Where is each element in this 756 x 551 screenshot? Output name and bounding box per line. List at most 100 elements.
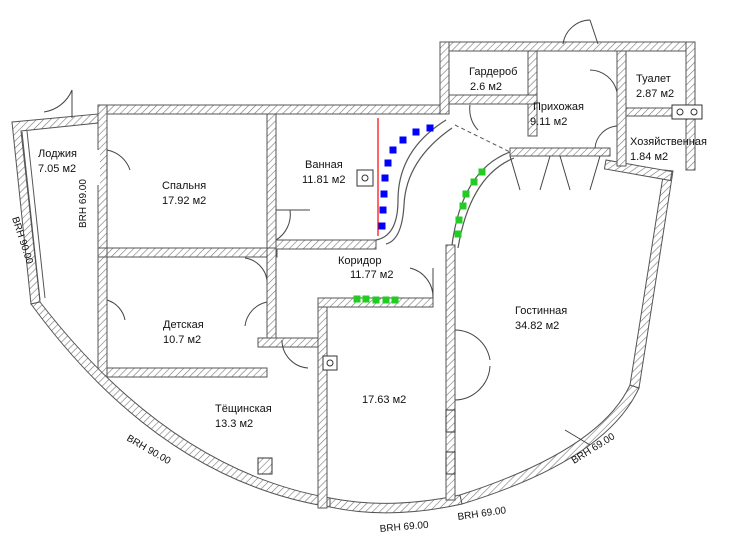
wall-vannaya-curve [375,119,447,241]
wall-right-lower-curve [459,384,640,505]
green-marker-3 [459,202,467,210]
column-right [445,409,456,433]
wall-right [629,169,674,389]
wall-vannaya-curve-inner [385,127,453,245]
room-area-khozyaystvennaya: 1.84 м2 [630,151,668,163]
room-name-prikhozhaya: Прихожая [533,101,584,113]
room-area-prikhozhaya: 9.11 м2 [530,116,567,128]
column-right-2 [445,451,456,475]
room-labels: Лоджия 7.05 м2 Спальня 17.92 м2 Ванная 1… [38,66,707,430]
door-balcony [564,429,591,446]
wall-garderob-bottom [448,94,538,105]
wall-left [97,104,108,378]
room-area-garderob: 2.6 м2 [470,81,502,93]
blue-marker-3 [389,146,397,154]
blue-marker-5 [381,174,389,182]
wall-vannaya-bottom [275,239,377,250]
blue-marker-1 [412,128,420,136]
green-marker-8 [372,296,380,304]
room-area-unnamed: 17.63 м2 [362,394,406,406]
door-garderob [469,104,479,131]
drain-tualet [671,104,703,120]
room-area-gostinnaya: 34.82 м2 [515,320,559,332]
door-entrance [562,19,591,45]
door-room17 [409,267,434,299]
room-name-tualet: Туалет [636,73,671,85]
door-teshch [281,339,309,369]
green-marker-6 [353,295,361,303]
wall-hoz-bottom [603,159,673,182]
room-name-teshchinskaya: Тёщинская [215,403,272,415]
room-area-vannaya: 11.81 м2 [302,174,345,186]
wall-teshch-top [257,337,319,348]
room-name-lodzhiya: Лоджия [38,148,77,160]
door-gost-2 [454,365,491,401]
room-name-spalnya: Спальня [162,180,206,192]
blue-marker-8 [378,222,386,230]
wall-top-left [97,104,441,115]
room-area-lodzhiya: 7.05 м2 [38,163,76,175]
wall-prikhozh-bottom [509,147,611,157]
wall-lower-left-curve [30,301,331,508]
dim-brh-bottom-1: BRH 69.00 [379,520,429,535]
drain-room17 [322,355,338,371]
room-name-garderob: Гардероб [469,66,517,78]
door-detskaya [244,301,268,327]
room-area-tualet: 2.87 м2 [636,88,674,100]
wall-spalnya-detskaya [106,247,278,258]
blue-marker-7 [379,206,387,214]
door-spalnya [244,257,268,281]
wall-node [97,247,108,258]
green-marker-9 [382,296,390,304]
room-area-spalnya: 17.92 м2 [162,195,206,207]
opening-line [454,124,511,153]
room-name-vannaya: Ванная [305,159,343,171]
wall-detskaya-right [266,247,277,339]
room-area-teshchinskaya: 13.3 м2 [215,418,253,430]
room-name-khozyaystvennaya: Хозяйственная [630,136,707,148]
wall-garderob-right [527,50,538,137]
room-area-detskaya: 10.7 м2 [163,334,201,346]
wall-upper-left [439,41,450,115]
column-teshch [257,457,273,475]
wall-tualet-left [616,50,627,167]
dim-brh-loggia: BRH 69.00 [78,179,89,228]
door-tualet [589,69,618,93]
door-detskaya-left [106,299,126,321]
blue-marker-6 [380,190,388,198]
room-name-detskaya: Детская [163,319,204,331]
wall-detskaya-bottom [106,367,268,378]
wall-bottom [329,494,463,514]
door-loggia-top [43,89,73,113]
green-marker-path [353,168,486,304]
wall-room17-right [445,244,456,501]
blue-marker-2 [399,136,407,144]
doors [43,19,618,446]
blue-marker-path [378,124,434,230]
green-marker-7 [362,295,370,303]
blue-marker-0 [426,124,434,132]
room-area-koridor: 11.77 м2 [350,269,393,281]
door-gost-double [509,155,601,191]
blue-marker-4 [384,159,392,167]
wall-spalnya-vannaya [266,113,277,250]
green-marker-4 [455,216,463,224]
fixtures [257,104,703,475]
door-gost-1 [454,329,491,361]
green-marker-1 [470,178,478,186]
dim-brh-bottom-2: BRH 69.00 [457,505,507,523]
wall-top-upper [439,41,696,52]
door-spalnya-left [106,149,131,171]
loggia-window [21,130,100,301]
green-marker-2 [462,190,470,198]
green-marker-10 [391,296,399,304]
door-hoz [594,125,618,149]
room-name-gostinnaya: Гостинная [515,305,567,317]
drain-vannaya [356,169,374,187]
room-name-koridor: Коридор [338,255,381,267]
door-vannaya [275,209,291,241]
green-marker-0 [478,168,486,176]
green-marker-5 [454,230,462,238]
wall-room17-left [317,297,328,509]
